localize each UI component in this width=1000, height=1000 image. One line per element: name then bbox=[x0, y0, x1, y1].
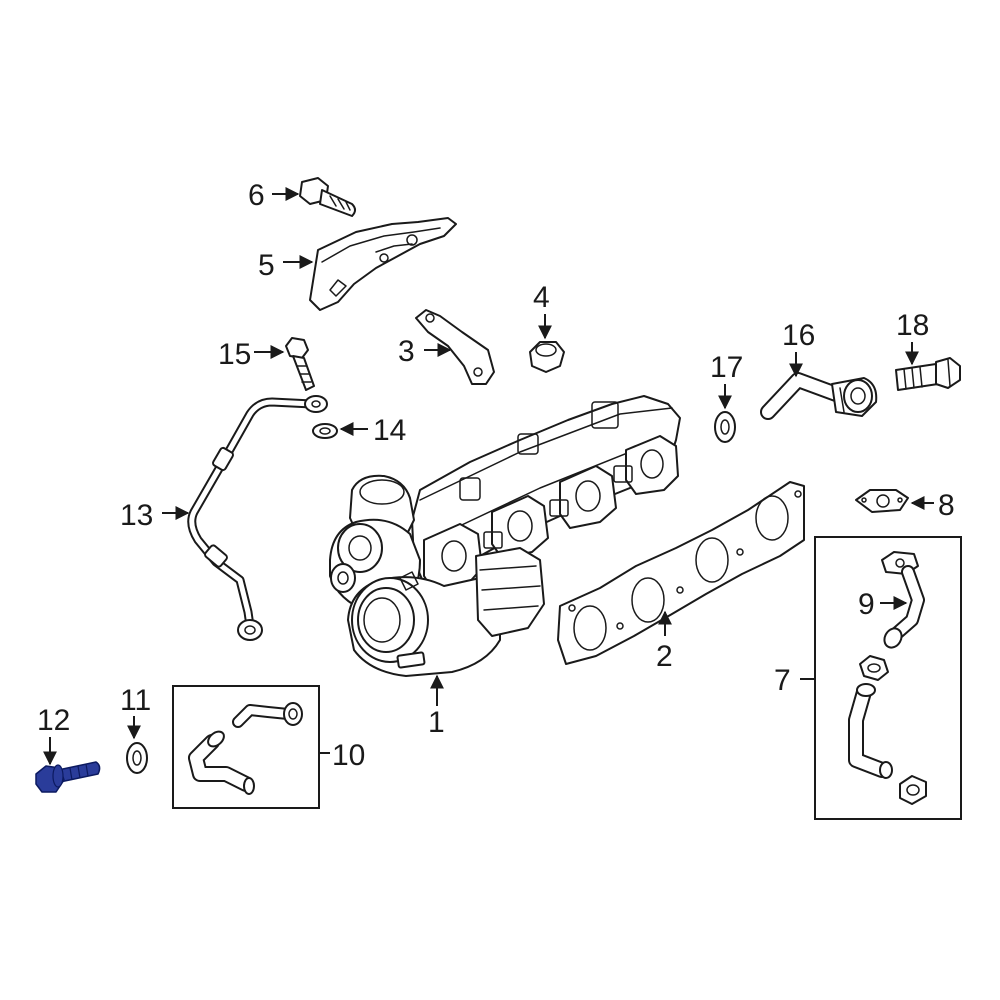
part-12-bolt-highlighted[interactable] bbox=[35, 761, 101, 793]
part-4-nut[interactable] bbox=[529, 341, 565, 373]
callout-12: 12 bbox=[37, 704, 70, 737]
callout-1: 1 bbox=[428, 706, 445, 739]
part-5-heat-shield[interactable] bbox=[309, 217, 457, 311]
callout-18: 18 bbox=[896, 309, 929, 342]
callout-16: 16 bbox=[782, 319, 815, 352]
part-6-bolt[interactable] bbox=[299, 177, 356, 217]
part-8-gasket[interactable] bbox=[855, 489, 909, 513]
part-2-manifold-gasket[interactable] bbox=[557, 481, 805, 665]
callout-7: 7 bbox=[774, 664, 791, 697]
callout-2: 2 bbox=[656, 640, 673, 673]
part-10-hose-assembly[interactable] bbox=[188, 702, 303, 795]
callout-15: 15 bbox=[218, 338, 251, 371]
callout-13: 13 bbox=[120, 499, 153, 532]
part-13-oil-feed-line[interactable] bbox=[187, 395, 328, 641]
part-16-oil-return-tube[interactable] bbox=[760, 372, 878, 420]
part-17-washer[interactable] bbox=[714, 411, 736, 443]
part-3-bracket[interactable] bbox=[415, 309, 495, 385]
part-7-coolant-hose[interactable] bbox=[848, 655, 927, 805]
callout-5: 5 bbox=[258, 249, 275, 282]
part-1-turbocharger[interactable] bbox=[329, 395, 681, 677]
callout-9: 9 bbox=[858, 588, 875, 621]
callout-4: 4 bbox=[533, 281, 550, 314]
callout-10: 10 bbox=[332, 739, 365, 772]
callout-14: 14 bbox=[373, 414, 406, 447]
callout-6: 6 bbox=[248, 179, 265, 212]
callout-3: 3 bbox=[398, 335, 415, 368]
callout-17: 17 bbox=[710, 351, 743, 384]
callout-11: 11 bbox=[120, 684, 151, 717]
callout-8: 8 bbox=[938, 489, 955, 522]
part-18-bolt[interactable] bbox=[895, 357, 961, 391]
part-9-coolant-tube[interactable] bbox=[881, 551, 925, 651]
part-10-kit-box bbox=[172, 685, 320, 809]
part-15-bolt[interactable] bbox=[285, 337, 315, 391]
part-11-washer[interactable] bbox=[126, 742, 148, 774]
part-14-washer[interactable] bbox=[312, 423, 338, 439]
